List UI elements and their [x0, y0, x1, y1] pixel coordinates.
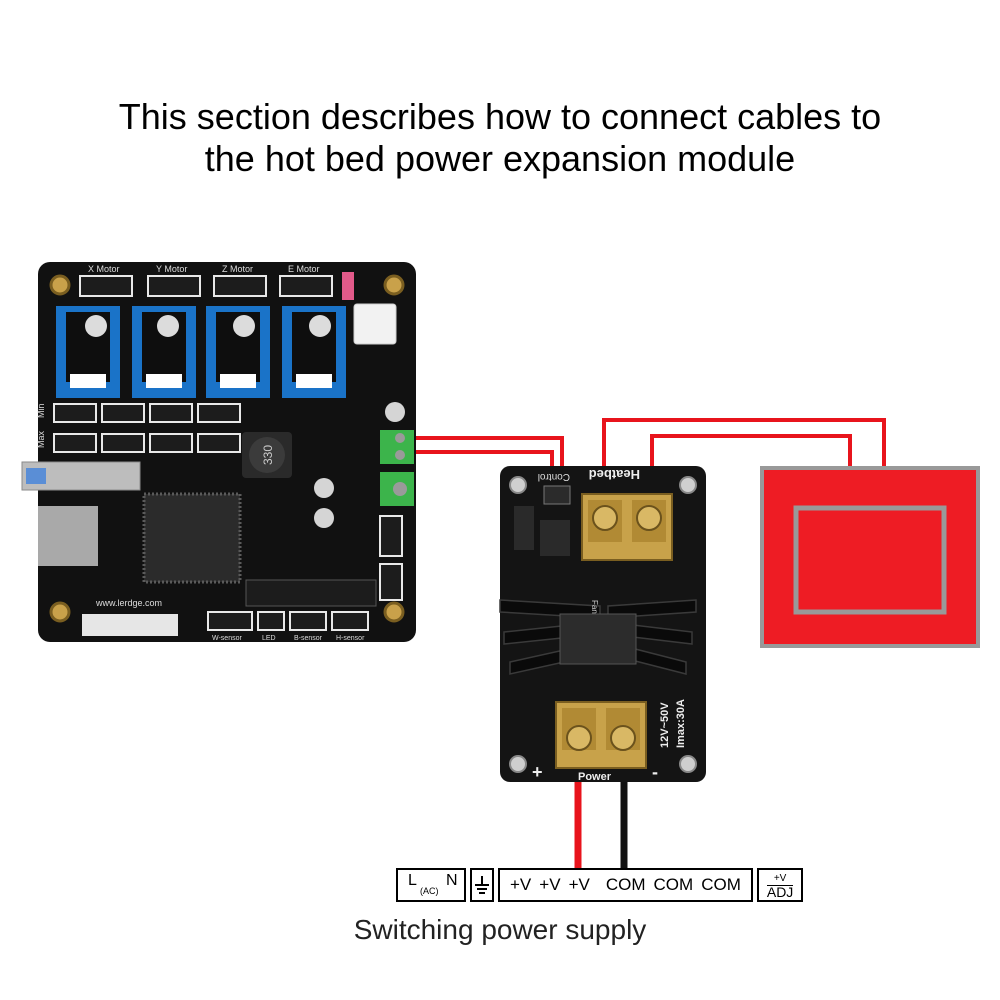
mount-hole [383, 601, 405, 623]
power-supply-terminals: L (AC) N +V +V +V COM COM COM +V ADJ [396, 868, 804, 902]
motor-label-x: X Motor [88, 264, 120, 274]
stepper-driver-z [206, 306, 270, 398]
psu-adj-bottom: ADJ [766, 883, 794, 900]
psu-n-label: N [446, 872, 458, 889]
motor-label-e: E Motor [288, 264, 320, 274]
motor-connector-z [213, 275, 267, 297]
sensor-connectors [207, 611, 369, 631]
module-voltage-label: 12V~50V [659, 702, 671, 748]
stepper-drivers [56, 306, 346, 398]
capacitor [385, 402, 405, 422]
mount-hole [679, 755, 697, 773]
motor-connector-y [147, 275, 201, 297]
psu-terminal: +V [568, 875, 590, 894]
page-title: This section describes how to connect ca… [0, 96, 1000, 180]
fan-label: Fan [590, 600, 599, 614]
module-current-label: Imax:30A [675, 699, 687, 748]
motor-label-y: Y Motor [156, 264, 187, 274]
mosfet [559, 613, 637, 665]
motor-label-z: Z Motor [222, 264, 253, 274]
terminal-screw [566, 725, 592, 751]
sensor-label-w: W-sensor [212, 635, 242, 642]
power-wires [574, 770, 628, 870]
heatbed [760, 466, 980, 648]
main-control-board: X Motor Y Motor Z Motor E Motor [21, 262, 416, 642]
psu-adj-top: +V [773, 872, 787, 884]
terminal-screw [610, 725, 636, 751]
psu-l-label: L [408, 872, 417, 889]
mcu-chip [142, 492, 242, 584]
psu-ac-label: (AC) [420, 886, 439, 896]
min-label: Min [36, 403, 46, 418]
psu-terminal: +V [539, 875, 561, 894]
endstop-headers [53, 403, 241, 453]
sensor-label-b: B-sensor [294, 635, 323, 642]
title-line-1: This section describes how to connect ca… [118, 96, 882, 137]
psu-terminal: COM [605, 875, 646, 894]
terminal-screw [636, 505, 662, 531]
psu-adj: +V ADJ [756, 868, 804, 902]
motor-connectors [79, 275, 333, 297]
module-heatbed-label: Heatbed [589, 467, 640, 482]
capacitor [314, 478, 334, 498]
mount-hole [679, 476, 697, 494]
heatbed-wire-1 [602, 418, 886, 500]
mount-hole [509, 476, 527, 494]
mount-hole [49, 274, 71, 296]
max-label: Max [36, 430, 46, 448]
title-line-2: the hot bed power expansion module [204, 138, 796, 179]
psu-output-terminals: +V +V +V COM COM COM [498, 868, 753, 902]
psu-ground [470, 868, 494, 902]
inductor-label: 330 [261, 445, 275, 465]
mount-hole [49, 601, 71, 623]
ground-icon [475, 876, 489, 894]
capacitor [314, 508, 334, 528]
stepper-driver-x [56, 306, 120, 398]
ribbon-connector [82, 614, 178, 636]
motor-connector-x [79, 275, 133, 297]
module-control-label: Control [538, 471, 570, 482]
control-pin-header [543, 485, 571, 505]
mount-hole [383, 274, 405, 296]
sensor-label-h: H-sensor [336, 635, 365, 642]
power-plug-connector [353, 303, 397, 345]
stepper-driver-e [282, 306, 346, 398]
power-supply-caption: Switching power supply [353, 914, 647, 945]
psu-ac-input: L (AC) N [396, 868, 466, 902]
website-label: www.lerdge.com [95, 598, 162, 608]
terminal-screw [592, 505, 618, 531]
module-plus-label: + [532, 762, 543, 782]
psu-terminal: +V [510, 875, 532, 894]
psu-terminal: COM [653, 875, 694, 894]
sensor-label-led: LED [262, 635, 276, 642]
stepper-driver-y [132, 306, 196, 398]
mount-hole [509, 755, 527, 773]
heatbed-power-module: Control Heatbed Fan 12V~50V Ima [499, 466, 706, 783]
module-power-label: Power [578, 771, 612, 783]
motor-connector-e [279, 275, 333, 297]
module-minus-label: - [652, 762, 658, 782]
psu-terminal: COM [701, 875, 741, 894]
sd-card-slot [38, 506, 98, 566]
